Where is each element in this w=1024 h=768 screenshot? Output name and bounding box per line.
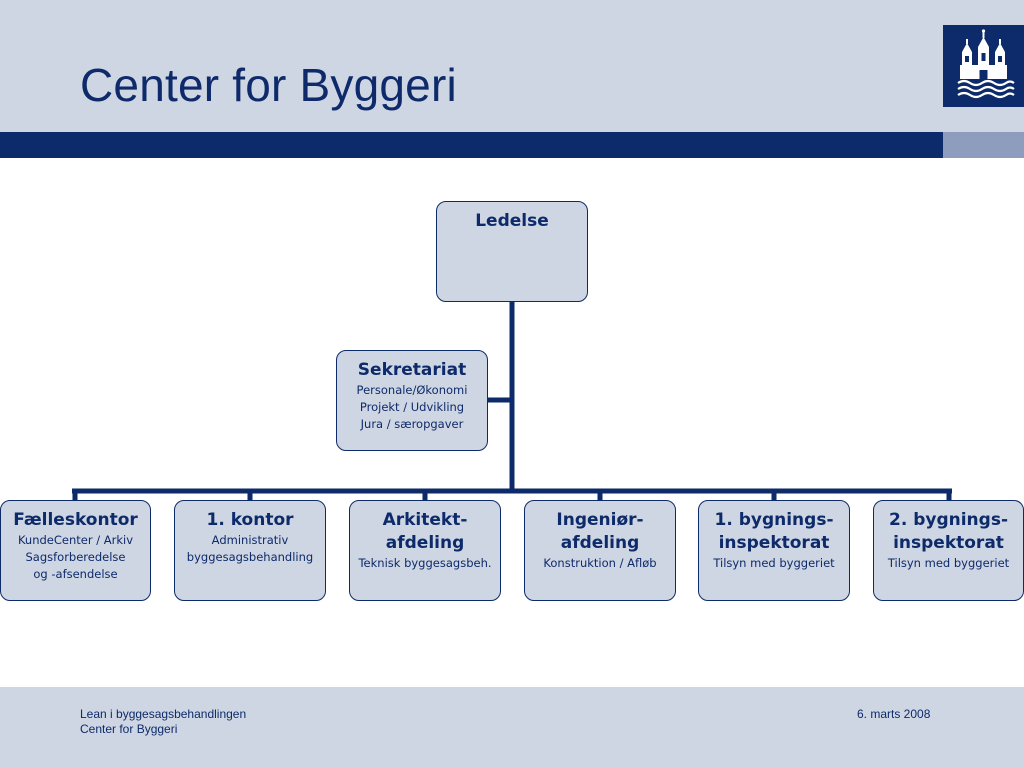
footer-presentation-title: Lean i byggesagsbehandlingen <box>80 707 247 721</box>
node-1-kontor: 1. kontor Administrativ byggesagsbehandl… <box>174 500 326 601</box>
footer-text: Lean i byggesagsbehandlingen Center for … <box>80 707 246 737</box>
node-title: Ingeniør- afdeling <box>556 510 644 553</box>
node-ingenioerafdeling: Ingeniør- afdeling Konstruktion / Afløb <box>524 500 676 601</box>
title-rule <box>0 132 943 158</box>
node-title: Arkitekt- afdeling <box>382 510 468 553</box>
copenhagen-castle-emblem-icon <box>957 29 1015 99</box>
node-2-bygningsinspektorat: 2. bygnings- inspektorat Tilsyn med bygg… <box>873 500 1024 601</box>
node-faelleskontor: Fælleskontor KundeCenter / Arkiv Sagsfor… <box>0 500 151 601</box>
node-title: Fælleskontor <box>13 510 138 530</box>
node-subtitle: KundeCenter / Arkiv Sagsforberedelse og … <box>17 532 134 582</box>
logo <box>943 25 1024 107</box>
node-subtitle: Tilsyn med byggeriet <box>887 555 1010 570</box>
node-arkitektafdeling: Arkitekt- afdeling Teknisk byggesagsbeh. <box>349 500 501 601</box>
node-ledelse: Ledelse <box>436 201 588 302</box>
node-subtitle: Personale/Økonomi Projekt / Udvikling Ju… <box>356 382 468 432</box>
page-title: Center for Byggeri <box>80 59 457 111</box>
node-title: Sekretariat <box>357 360 467 380</box>
node-title: 1. bygnings- inspektorat <box>714 510 834 553</box>
node-sekretariat: Sekretariat Personale/Økonomi Projekt / … <box>336 350 488 451</box>
node-title: 2. bygnings- inspektorat <box>889 510 1008 553</box>
footer-band <box>0 687 1024 768</box>
title-rule-accent <box>943 132 1024 158</box>
node-subtitle: Teknisk byggesagsbeh. <box>358 555 492 570</box>
node-title: 1. kontor <box>206 510 294 530</box>
node-1-bygningsinspektorat: 1. bygnings- inspektorat Tilsyn med bygg… <box>698 500 850 601</box>
header-band <box>0 0 1024 132</box>
node-subtitle: Tilsyn med byggeriet <box>713 555 835 570</box>
node-subtitle: Konstruktion / Afløb <box>543 555 657 570</box>
node-title: Ledelse <box>475 211 549 231</box>
node-subtitle: Administrativ byggesagsbehandling <box>186 532 314 565</box>
footer-date: 6. marts 2008 <box>857 707 931 721</box>
footer-organization: Center for Byggeri <box>80 722 178 736</box>
